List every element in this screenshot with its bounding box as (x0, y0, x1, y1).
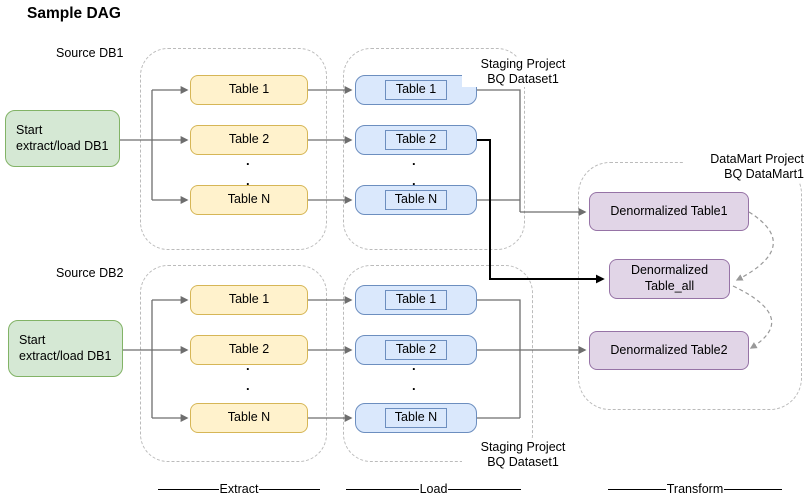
phase-line (158, 489, 219, 490)
extract-db2-table-2: Table 2 (190, 335, 308, 365)
phase-line (259, 489, 320, 490)
staging-label-line2: BQ Dataset1 (487, 455, 559, 469)
ellipsis-dot: . (246, 378, 250, 393)
phase-label: Load (419, 482, 448, 496)
bq-table-box: Table 2 (385, 340, 447, 360)
table-label: Table N (394, 410, 438, 425)
ellipsis-dot: . (412, 378, 416, 393)
table-label: Table 2 (395, 132, 437, 147)
load-db1-table-2: Table 2 (355, 125, 477, 155)
extract-group-db2 (140, 265, 327, 462)
denormalized-table-all-node: Denormalized Table_all (609, 259, 730, 299)
table-label: Table 1 (228, 82, 270, 97)
table-label: Denormalized Table1 (610, 203, 728, 218)
load-group-db2 (343, 265, 533, 462)
ellipsis-dot: . (246, 173, 250, 188)
load-group-db1 (343, 48, 525, 250)
extract-db1-table-1: Table 1 (190, 75, 308, 105)
ellipsis-dot: . (412, 358, 416, 373)
datamart-label-line2: BQ DataMart1 (724, 167, 804, 181)
staging-label-line2: BQ Dataset1 (487, 72, 559, 86)
phase-load: Load (346, 481, 521, 497)
bq-table-box: Table 2 (385, 130, 447, 150)
table-label: Table N (227, 192, 271, 207)
phase-label: Extract (219, 482, 259, 496)
extract-group-db1 (140, 48, 327, 250)
table-label: Table 2 (228, 342, 270, 357)
table-label: Table N (394, 192, 438, 207)
extract-db2-table-n: Table N (190, 403, 308, 433)
ellipsis-dot: . (412, 173, 416, 188)
start-node-text: Start extract/load DB1 (19, 332, 112, 363)
staging-label-line1: Staging Project (480, 57, 566, 71)
start-node-text: Start extract/load DB1 (16, 122, 109, 153)
table-label: Table 2 (395, 342, 437, 357)
phase-line (448, 489, 521, 490)
start-extract-load-db2-node: Start extract/load DB1 (8, 320, 123, 377)
load-db2-table-1: Table 1 (355, 285, 477, 315)
source-db1-label: Source DB1 (54, 46, 126, 61)
datamart-project-label: DataMart Project BQ DataMart1 (684, 152, 806, 182)
denormalized-table1-node: Denormalized Table1 (589, 192, 749, 231)
extract-db1-table-n: Table N (190, 185, 308, 215)
ellipsis-dot: . (412, 153, 416, 168)
phase-transform: Transform (608, 481, 782, 497)
phase-extract: Extract (158, 481, 320, 497)
load-db2-table-n: Table N (355, 403, 477, 433)
start-extract-load-db1-node: Start extract/load DB1 (5, 110, 120, 167)
table-label: Table N (227, 410, 271, 425)
table-label: Table 1 (395, 292, 437, 307)
denormalized-table2-node: Denormalized Table2 (589, 331, 749, 370)
table-label: Table 1 (395, 82, 437, 97)
ellipsis-dot: . (246, 358, 250, 373)
phase-label: Transform (666, 482, 724, 496)
source-db2-label: Source DB2 (54, 266, 126, 281)
load-db1-table-1: Table 1 (355, 75, 477, 105)
staging-project-label-top: Staging Project BQ Dataset1 (462, 57, 584, 87)
staging-label-line1: Staging Project (480, 440, 566, 454)
load-db2-table-2: Table 2 (355, 335, 477, 365)
bq-table-box: Table N (385, 408, 447, 428)
phase-line (608, 489, 666, 490)
table-label: Table 2 (228, 132, 270, 147)
staging-project-label-bottom: Staging Project BQ Dataset1 (462, 440, 584, 470)
datamart-label-line1: DataMart Project (710, 152, 804, 166)
phase-line (724, 489, 782, 490)
ellipsis-dot: . (246, 153, 250, 168)
bq-table-box: Table 1 (385, 80, 447, 100)
table-label-line1: Denormalized (630, 262, 709, 277)
bq-table-box: Table 1 (385, 290, 447, 310)
diagram-title: Sample DAG (27, 5, 121, 22)
table-label-line2: Table_all (644, 279, 695, 294)
table-label: Denormalized Table2 (610, 342, 728, 357)
extract-db1-table-2: Table 2 (190, 125, 308, 155)
phase-line (346, 489, 419, 490)
bq-table-box: Table N (385, 190, 447, 210)
extract-db2-table-1: Table 1 (190, 285, 308, 315)
load-db1-table-n: Table N (355, 185, 477, 215)
table-label: Table 1 (228, 292, 270, 307)
